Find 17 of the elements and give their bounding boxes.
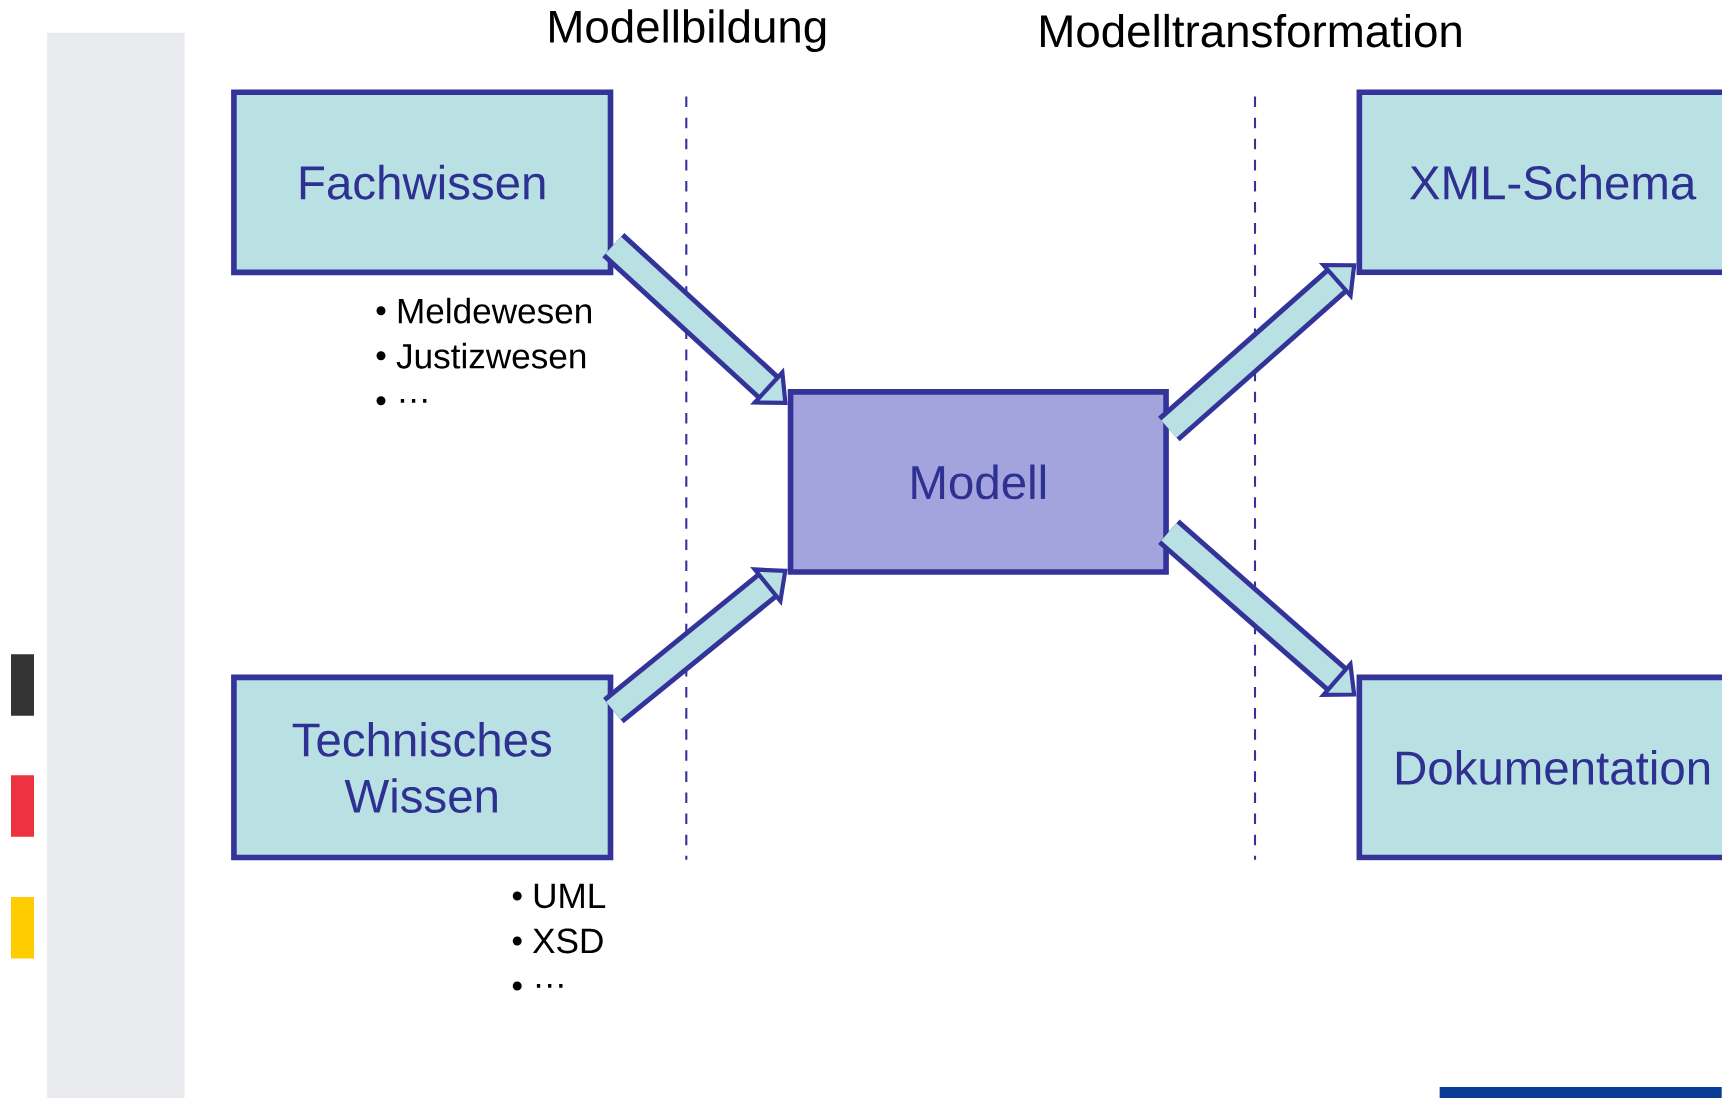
topic-box: XML-Schema [1356, 89, 1722, 276]
bullet-item: … [512, 981, 563, 991]
bullet-item: XSD [512, 928, 603, 954]
heading: Modelltransformation [1041, 13, 1461, 48]
bullet-item: UML [512, 883, 606, 909]
topic-box: Dokumentation [1356, 674, 1722, 861]
topic-box: Fachwissen [231, 89, 614, 276]
bullet-item: Justizwesen [376, 342, 586, 369]
heading: Modellbildung [550, 9, 826, 52]
bullet-item: … [376, 396, 427, 406]
block-arrow [602, 233, 788, 406]
bullet-item: Meldewesen [376, 297, 591, 324]
model-box: Modell [787, 389, 1169, 575]
block-arrow [1158, 519, 1357, 697]
topic-box: Technisches Wissen [231, 674, 614, 861]
block-arrow [603, 567, 788, 724]
block-arrow [1158, 263, 1357, 442]
